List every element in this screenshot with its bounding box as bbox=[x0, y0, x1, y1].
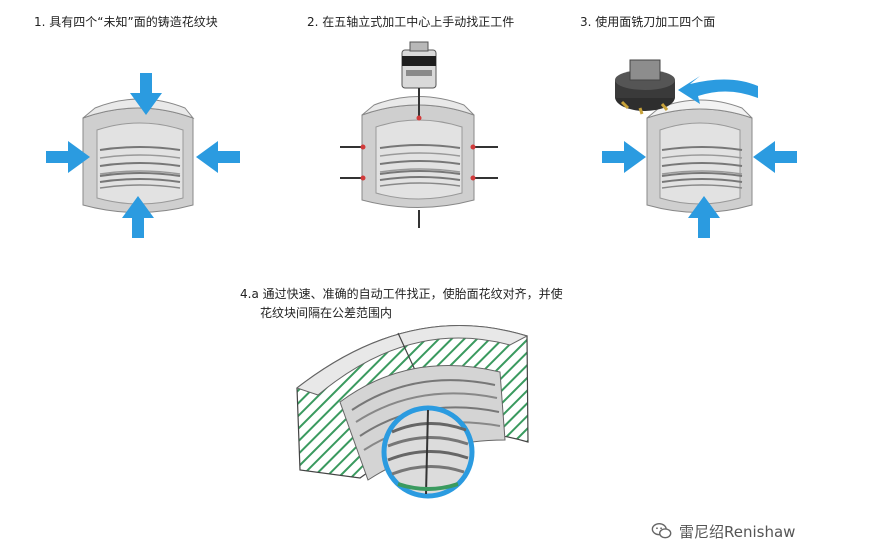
clamp-arrows-3 bbox=[602, 141, 797, 238]
probe-icon bbox=[401, 41, 437, 118]
magnifier-circle bbox=[381, 405, 475, 499]
cast-tread-block-1 bbox=[82, 98, 195, 213]
step-3-caption: 3. 使用面铣刀加工四个面 bbox=[580, 15, 716, 29]
step-4-caption-line2: 花纹块间隔在公差范围内 bbox=[260, 306, 393, 320]
probe-contact-lines bbox=[340, 146, 498, 228]
probe-contact-points bbox=[360, 115, 476, 181]
step-1-caption: 1. 具有四个“未知”面的铸造花纹块 bbox=[34, 15, 218, 29]
rotation-arrow bbox=[678, 76, 758, 104]
watermark-text: 雷尼绍Renishaw bbox=[679, 522, 796, 541]
watermark: 雷尼绍Renishaw bbox=[651, 520, 795, 542]
cast-tread-block-3 bbox=[646, 99, 753, 213]
wechat-icon bbox=[651, 522, 672, 539]
step-2-caption: 2. 在五轴立式加工中心上手动找正工件 bbox=[307, 15, 515, 29]
face-mill-icon bbox=[615, 59, 675, 115]
clamp-arrows-1 bbox=[46, 73, 240, 238]
cast-tread-block-2 bbox=[361, 96, 475, 208]
step-4-caption-line1: 4.a 通过快速、准确的自动工件找正，使胎面花纹对齐，并使 bbox=[240, 287, 563, 301]
